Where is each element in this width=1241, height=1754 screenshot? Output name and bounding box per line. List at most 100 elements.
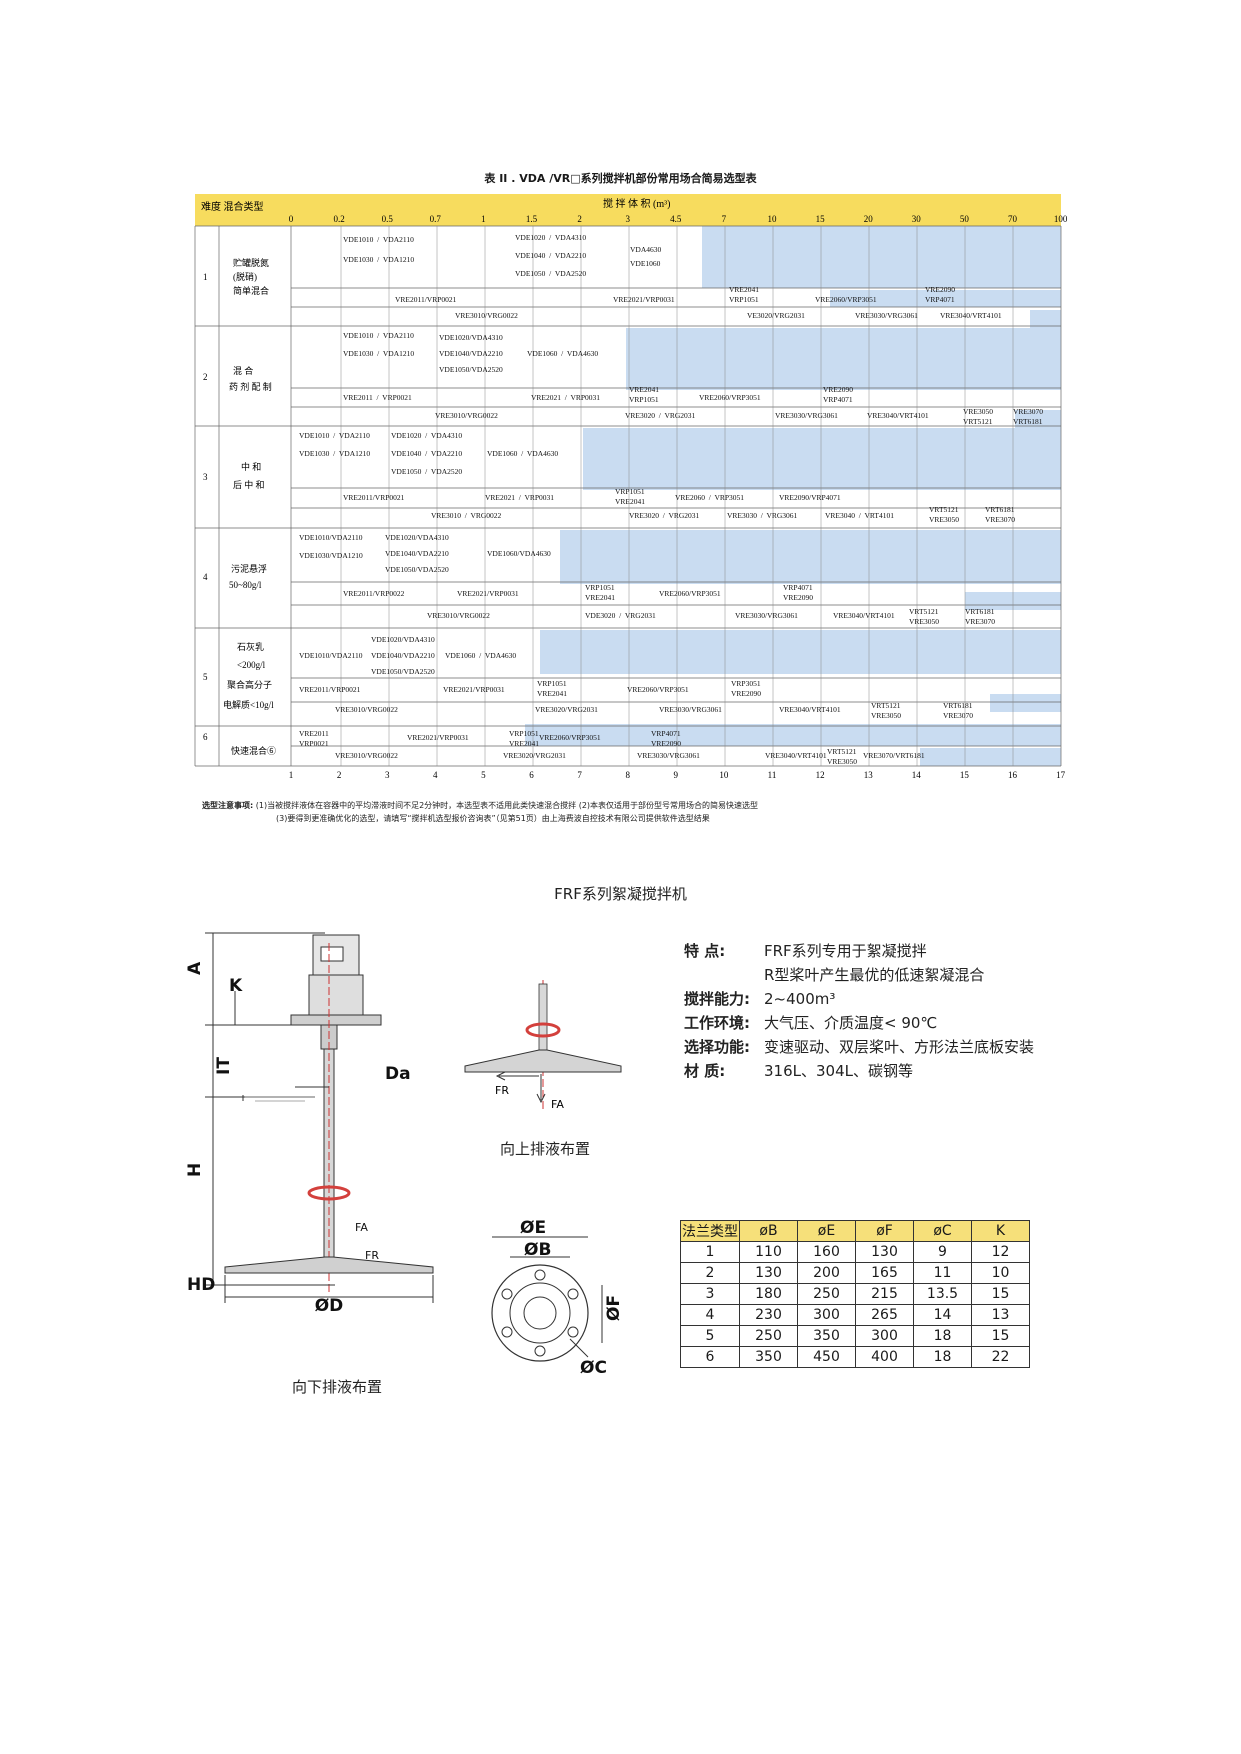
model-label: VRE3040/VRT4101 bbox=[833, 611, 895, 620]
model-label: VRE3070/VRT6181 bbox=[863, 751, 925, 760]
group-num: 3 bbox=[203, 472, 208, 482]
spec-row-features-2: R型桨叶产生最优的低速絮凝混合 bbox=[764, 964, 984, 985]
chart-grid bbox=[194, 225, 1062, 767]
model-label: VRE3070 bbox=[965, 617, 995, 626]
model-label: VRE2041 bbox=[729, 285, 759, 294]
volume-tick: 2 bbox=[577, 214, 582, 224]
header-cell: øF bbox=[855, 1220, 914, 1242]
table-cell: 215 bbox=[855, 1283, 914, 1305]
model-label: VRE2060/VRP3051 bbox=[699, 393, 761, 402]
model-label: VRE3070 bbox=[943, 711, 973, 720]
fill-area bbox=[1030, 310, 1061, 328]
table-cell: 14 bbox=[913, 1304, 972, 1326]
gearbox bbox=[308, 974, 364, 1016]
model-label: VRE2021/VRP0031 bbox=[443, 685, 505, 694]
model-label: VRE2011 / VRP0021 bbox=[343, 393, 412, 402]
volume-tick: 0.2 bbox=[333, 214, 344, 224]
model-label: VRE2021/VRP0031 bbox=[457, 589, 519, 598]
model-label: VRT5121 bbox=[827, 747, 857, 756]
rotation-arrow-icon bbox=[307, 1185, 351, 1201]
model-label: VRE3010/VRG0022 bbox=[455, 311, 518, 320]
group-name: 50~80g/l bbox=[229, 580, 262, 590]
frf-title: FRF系列絮凝搅拌机 bbox=[554, 885, 687, 903]
fill-area bbox=[920, 748, 1061, 766]
frf-mixer-drawing: A K IT Da H HD ØD FA FR bbox=[185, 932, 434, 1316]
fa-label: FA bbox=[355, 1221, 368, 1234]
model-label: VRE2041 bbox=[537, 689, 567, 698]
group-name: 简单混合 bbox=[233, 285, 269, 296]
table-cell: 15 bbox=[971, 1283, 1030, 1305]
model-label: VDE1040/VDA2210 bbox=[385, 549, 449, 558]
table-cell: 13.5 bbox=[913, 1283, 972, 1305]
model-label: VRE3030/VRG3061 bbox=[775, 411, 838, 420]
model-label: VRT6181 bbox=[965, 607, 995, 616]
group-labels: 1 贮罐脱氮 (脱硝) 简单混合 2 混 合 药 剂 配 制 3 中 和 后 中… bbox=[203, 257, 276, 756]
spec-row-options: 选择功能:变速驱动、双层桨叶、方形法兰底板安装 bbox=[684, 1036, 1034, 1057]
header-cell: øB bbox=[739, 1220, 798, 1242]
model-label: VRE2090 bbox=[651, 739, 681, 748]
table-cell: 350 bbox=[797, 1325, 856, 1347]
model-label: VRE3050 bbox=[929, 515, 959, 524]
fill-area bbox=[626, 328, 1061, 390]
notes-label: 选型注意事项: bbox=[202, 801, 254, 810]
dim-a-label: A bbox=[185, 961, 205, 975]
model-label: VRE2041 bbox=[615, 497, 645, 506]
model-label: VRE3040 / VRT4101 bbox=[825, 511, 894, 520]
table-cell: 11 bbox=[913, 1262, 972, 1284]
fill-area bbox=[540, 630, 1061, 674]
model-label: VRE2090 bbox=[925, 285, 955, 294]
model-label: VRE2090/VRP4071 bbox=[779, 493, 841, 502]
bottom-tick: 3 bbox=[385, 770, 390, 780]
group-num: 6 bbox=[203, 732, 208, 742]
model-label: VRP1051 bbox=[615, 487, 645, 496]
bottom-tick: 5 bbox=[481, 770, 486, 780]
model-label: VRE2060/VRP3051 bbox=[627, 685, 689, 694]
volume-tick: 20 bbox=[864, 214, 874, 224]
header-cell: øE bbox=[797, 1220, 856, 1242]
model-label: VRE2011/VRP0022 bbox=[343, 589, 405, 598]
model-label: VRE3020/VRG2031 bbox=[503, 751, 566, 760]
model-label: VDE1050/VDA2520 bbox=[439, 365, 503, 374]
volume-tick: 7 bbox=[722, 214, 727, 224]
table-cell: 22 bbox=[971, 1346, 1030, 1368]
table-cell: 130 bbox=[739, 1262, 798, 1284]
volume-tick: 0 bbox=[289, 214, 294, 224]
model-label: VRE2060 / VRP3051 bbox=[675, 493, 744, 502]
table-cell: 3 bbox=[680, 1283, 740, 1305]
bottom-tick: 13 bbox=[864, 770, 874, 780]
model-label: VDE1010/VDA2110 bbox=[299, 651, 363, 660]
group-num: 5 bbox=[203, 672, 208, 682]
fill-area bbox=[560, 530, 1061, 584]
model-label: VRE2011/VRP0021 bbox=[395, 295, 457, 304]
model-label: VRT5121 bbox=[871, 701, 901, 710]
model-label: VDE1010 / VDA2110 bbox=[343, 331, 414, 340]
model-label: VDA4630 bbox=[630, 245, 661, 254]
fill-area bbox=[583, 428, 1061, 490]
bottom-tick: 2 bbox=[337, 770, 342, 780]
model-label: VRE2090 bbox=[731, 689, 761, 698]
model-label: VRT6181 bbox=[985, 505, 1015, 514]
bottom-tick: 17 bbox=[1056, 770, 1066, 780]
chart-header-left: 难度 混合类型 bbox=[201, 200, 264, 213]
table-cell: 230 bbox=[739, 1304, 798, 1326]
model-label: VRE3010/VRG0022 bbox=[335, 751, 398, 760]
bottom-tick: 4 bbox=[433, 770, 438, 780]
model-label: VRE3050 bbox=[827, 757, 857, 766]
model-label: VRE2021/VRP0031 bbox=[613, 295, 675, 304]
model-label: VRT6181 bbox=[943, 701, 973, 710]
fr-label: FR bbox=[365, 1249, 379, 1262]
model-label: VRE3040/VRT4101 bbox=[940, 311, 1002, 320]
model-label: VDE1060 bbox=[630, 259, 661, 268]
table-cell: 300 bbox=[797, 1304, 856, 1326]
model-label: VRE3020 / VRG2031 bbox=[629, 511, 700, 520]
volume-tick: 10 bbox=[768, 214, 778, 224]
bottom-tick: 14 bbox=[912, 770, 922, 780]
model-label: VRP1051 bbox=[585, 583, 615, 592]
column-lines bbox=[340, 226, 1014, 766]
table-cell: 2 bbox=[680, 1262, 740, 1284]
bottom-tick: 6 bbox=[529, 770, 534, 780]
